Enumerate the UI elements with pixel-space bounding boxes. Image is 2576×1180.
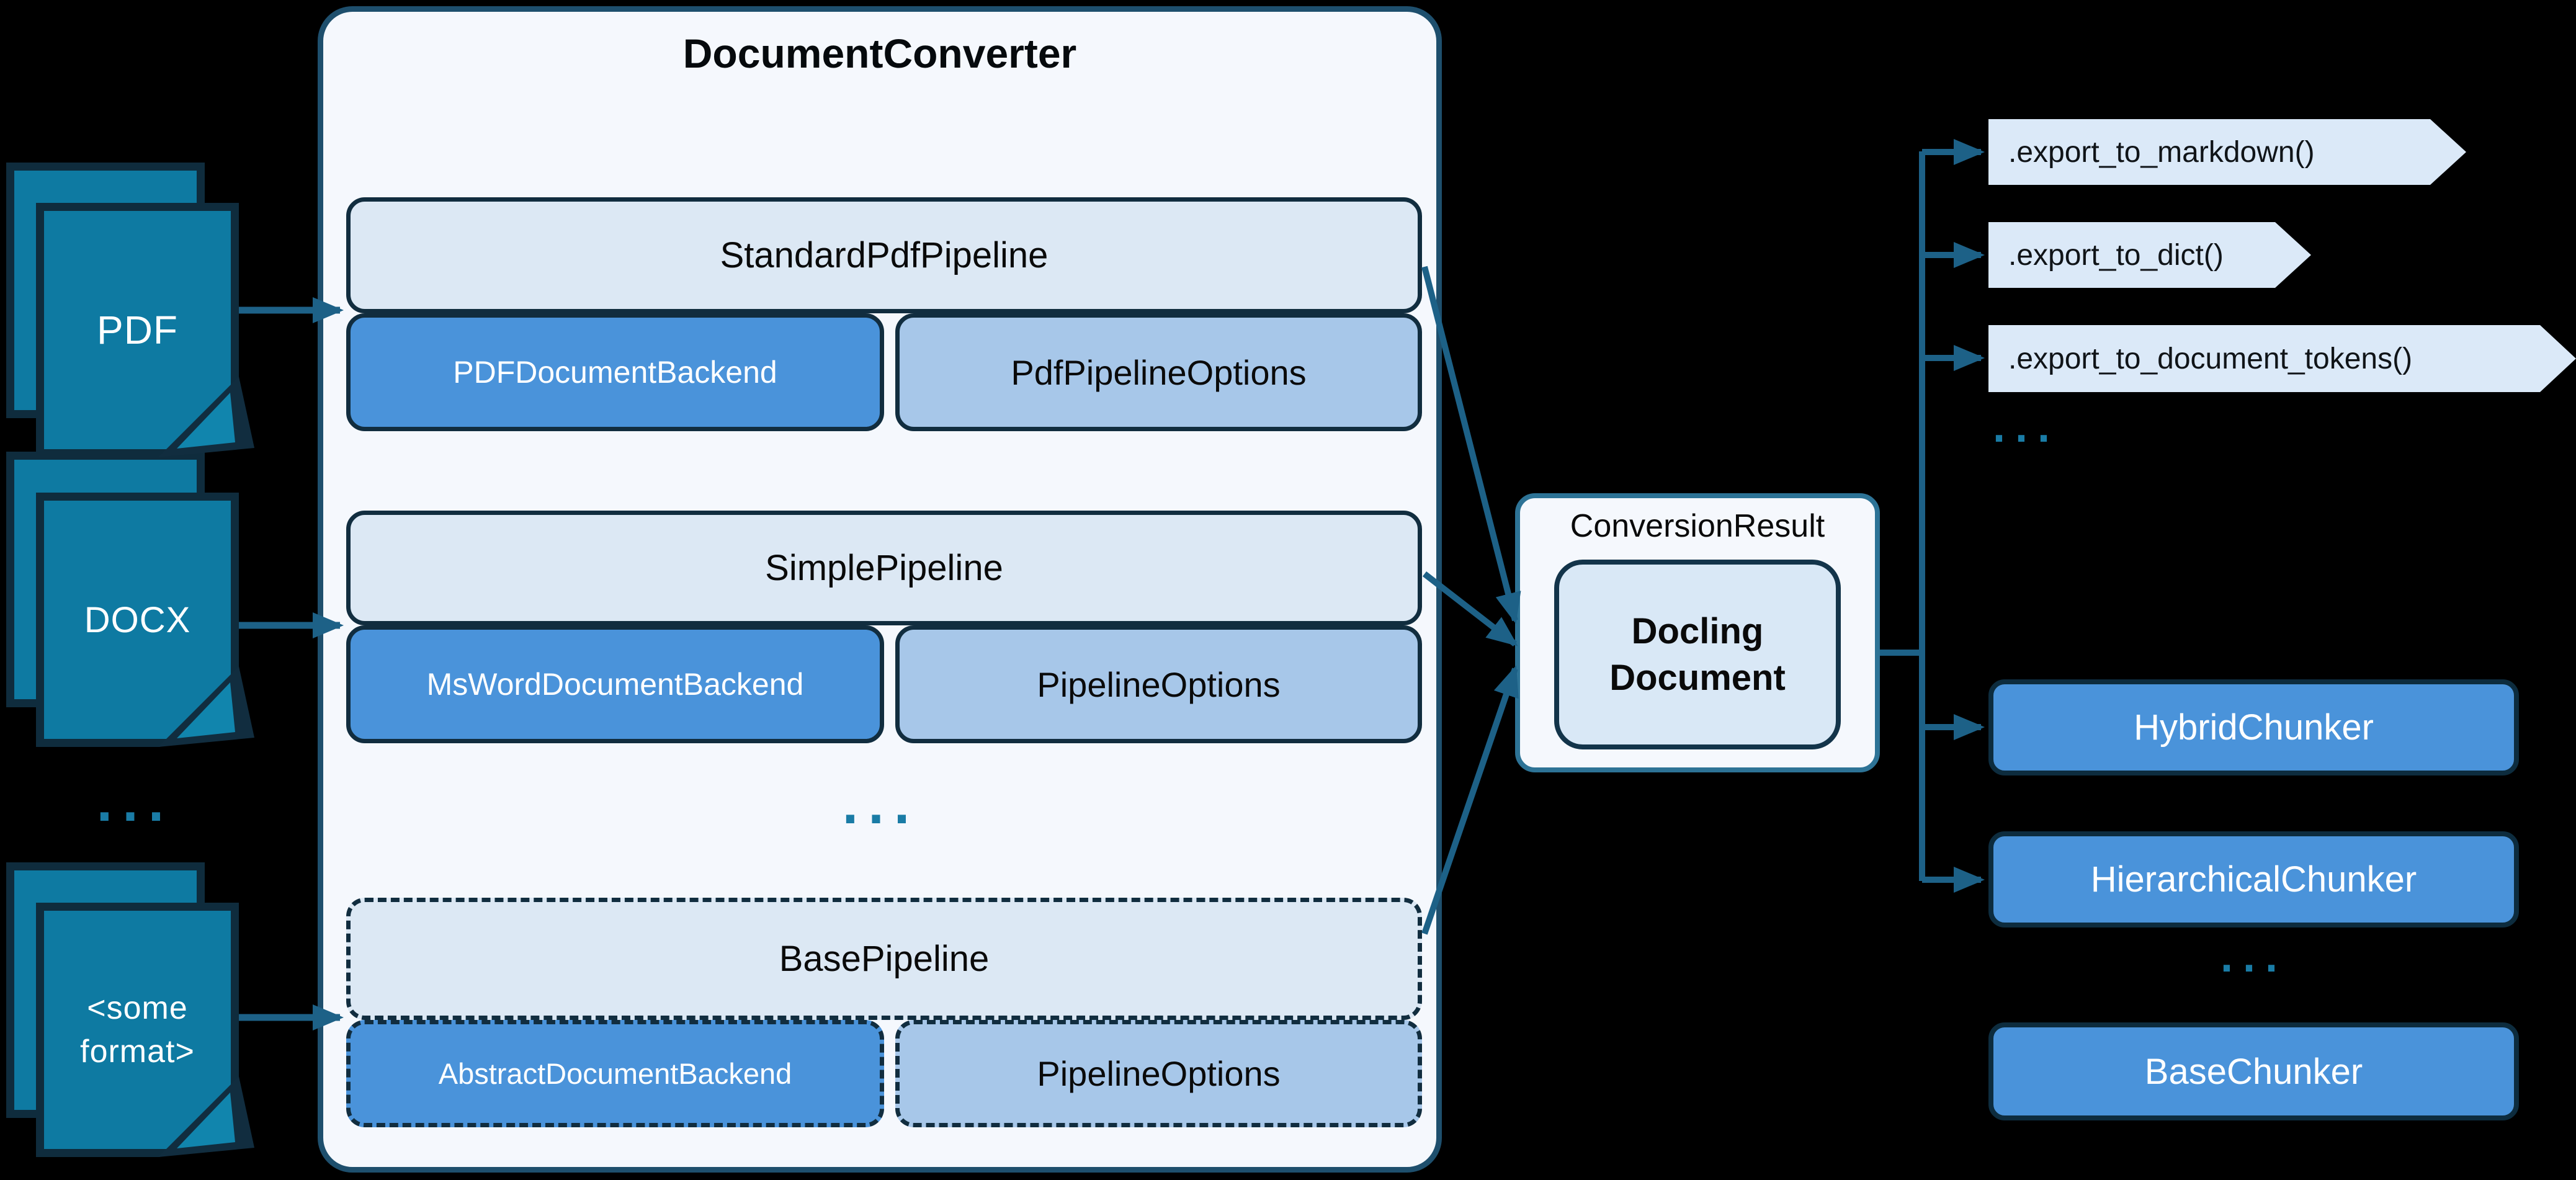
abstract-document-backend-box: AbstractDocumentBackend [346, 1020, 884, 1127]
docx-label: DOCX [84, 599, 191, 640]
export-to-dict-tag: .export_to_dict() [1988, 222, 2311, 288]
msword-document-backend-label: MsWordDocumentBackend [426, 667, 804, 702]
docling-document-box: Docling Document [1554, 560, 1841, 749]
abstract-document-backend-label: AbstractDocumentBackend [438, 1057, 792, 1090]
pdf-pipeline-options-label: PdfPipelineOptions [1011, 352, 1307, 392]
converter-ellipsis: ... [842, 772, 920, 836]
exports-ellipsis: ... [1992, 402, 2060, 452]
pdf-pipeline-options-box: PdfPipelineOptions [895, 313, 1422, 431]
export-to-document-tokens-tag: .export_to_document_tokens() [1988, 325, 2576, 392]
conversion-result-label: ConversionResult [1570, 508, 1825, 544]
hierarchical-chunker-box: HierarchicalChunker [1988, 831, 2519, 927]
export-to-document-tokens-label: .export_to_document_tokens() [2008, 342, 2413, 375]
chunkers-ellipsis: ... [2220, 932, 2288, 981]
docling-document-line1: Docling [1631, 610, 1764, 651]
export-to-markdown-label: .export_to_markdown() [2008, 135, 2315, 169]
inputs-ellipsis: ... [96, 770, 174, 833]
pdf-label: PDF [97, 308, 178, 352]
standard-pdf-pipeline-box: StandardPdfPipeline [346, 197, 1422, 313]
simple-pipeline-label: SimplePipeline [765, 548, 1003, 588]
base-chunker-label: BaseChunker [2144, 1051, 2363, 1092]
base-pipeline-box: BasePipeline [346, 898, 1422, 1020]
document-converter-title: DocumentConverter [682, 30, 1077, 76]
base-pipeline-options-box: PipelineOptions [895, 1020, 1422, 1127]
export-to-dict-label: .export_to_dict() [2008, 238, 2224, 272]
pdf-document-backend-box: PDFDocumentBackend [346, 313, 884, 431]
pdf-doc-icon: PDF [36, 203, 239, 457]
export-to-markdown-tag: .export_to_markdown() [1988, 119, 2466, 185]
msword-document-backend-box: MsWordDocumentBackend [346, 625, 884, 743]
pipeline-options-label: PipelineOptions [1037, 664, 1281, 704]
docx-doc-icon: DOCX [36, 493, 239, 747]
base-chunker-box: BaseChunker [1988, 1022, 2519, 1120]
someformat-doc-icon: <some format> [36, 903, 239, 1157]
hybrid-chunker-label: HybridChunker [2134, 707, 2374, 748]
someformat-label: <some format> [80, 990, 195, 1070]
pipeline-options-box: PipelineOptions [895, 625, 1422, 743]
hybrid-chunker-box: HybridChunker [1988, 679, 2519, 775]
pdf-document-backend-label: PDFDocumentBackend [453, 355, 777, 390]
docling-document-line2: Document [1609, 658, 1786, 698]
standard-pdf-pipeline-label: StandardPdfPipeline [720, 235, 1049, 275]
base-pipeline-label: BasePipeline [779, 939, 990, 979]
base-pipeline-options-label: PipelineOptions [1037, 1054, 1281, 1093]
simple-pipeline-box: SimplePipeline [346, 511, 1422, 625]
hierarchical-chunker-label: HierarchicalChunker [2090, 859, 2417, 900]
